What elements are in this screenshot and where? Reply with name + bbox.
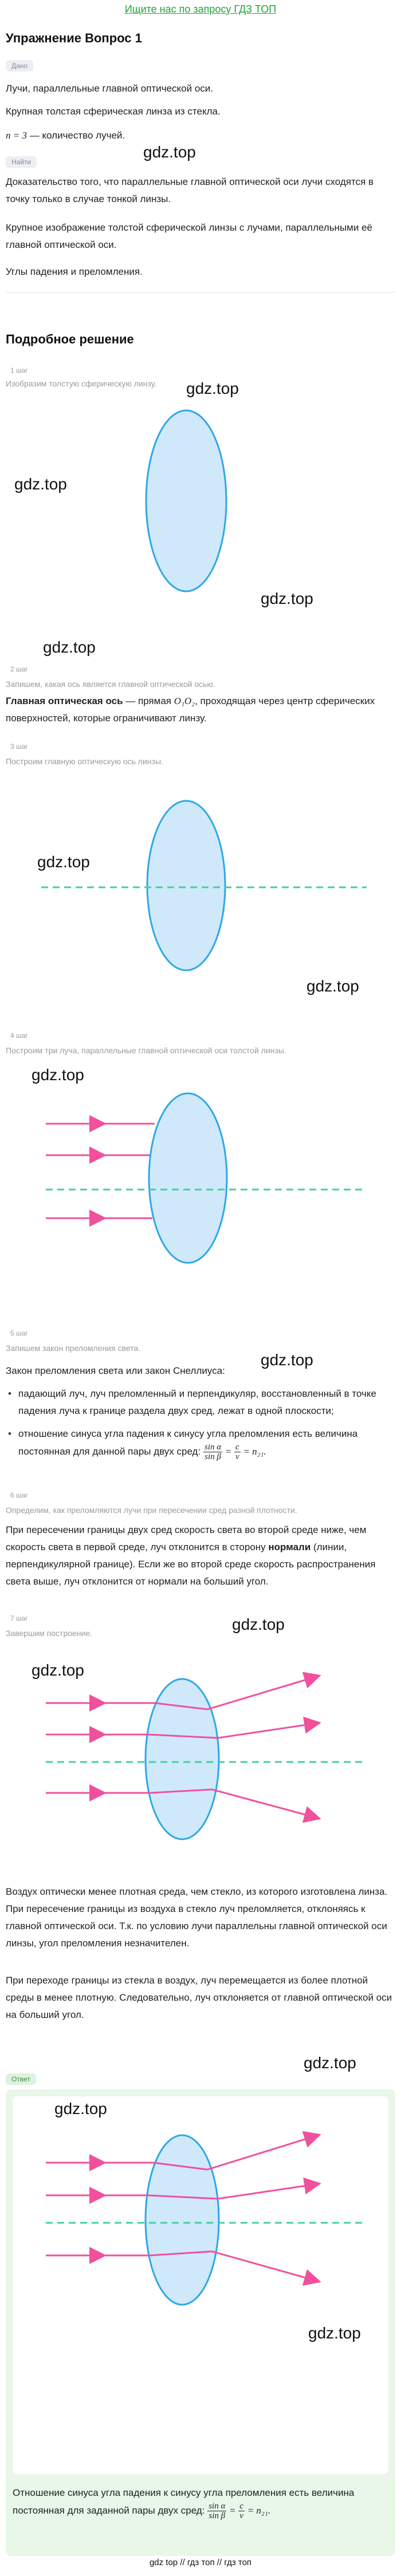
step-4-caption: Построим три луча, параллельные главной … xyxy=(6,1046,286,1055)
lens-shape xyxy=(144,1678,220,1840)
watermark: gdz.top xyxy=(306,977,359,995)
footer-links: gdz top // гдз топ // гдз топ xyxy=(149,2558,252,2567)
given-line-2: Крупная толстая сферическая линза из сте… xyxy=(6,106,221,117)
watermark: gdz.top xyxy=(232,1615,285,1633)
solution-title: Подробное решение xyxy=(6,332,134,346)
step-2-tag: 2 шаг xyxy=(10,665,28,673)
step-4-tag: 4 шаг xyxy=(10,1032,28,1040)
lens-figure-4 xyxy=(46,1672,367,1840)
footer-link-3[interactable]: гдз топ xyxy=(224,2558,252,2567)
watermark: gdz.top xyxy=(308,2324,361,2342)
find-line-2: Крупное изображение толстой сферической … xyxy=(6,222,372,250)
watermark: gdz.top xyxy=(261,590,313,607)
step-2-text: Главная оптическая ось — прямая O₁O₂, пр… xyxy=(6,696,375,724)
lens-shape xyxy=(144,2134,220,2306)
step-6-tag: 6 шаг xyxy=(10,1491,28,1499)
footer-link-1[interactable]: gdz top xyxy=(149,2558,178,2567)
step-6-caption: Определим, как преломляются лучи при пер… xyxy=(6,1506,297,1515)
paragraph-1: Воздух оптически менее плотная среда, че… xyxy=(6,1886,388,1949)
lens-figure-1 xyxy=(145,409,227,592)
find-line-3: Углы падения и преломления. xyxy=(6,266,143,277)
step-1-caption: Изобразим толстую сферическую линзу. xyxy=(6,379,157,388)
step-2-caption: Запишем, какая ось является главной опти… xyxy=(6,679,215,689)
watermark: gdz.top xyxy=(304,2054,356,2072)
lens-shape xyxy=(148,1092,228,1264)
watermark: gdz.top xyxy=(43,638,96,656)
divider xyxy=(6,292,395,293)
lens-shape xyxy=(146,800,226,971)
lens-figure-3 xyxy=(46,1092,367,1264)
answer-tag: Ответ xyxy=(6,2073,36,2085)
watermark: gdz.top xyxy=(37,853,90,871)
snell-law-list: падающий луч, луч преломленный и перпенд… xyxy=(6,1385,395,1467)
watermark: gdz.top xyxy=(143,143,196,161)
watermark: gdz.top xyxy=(186,380,239,397)
snell-law-item-1: падающий луч, луч преломленный и перпенд… xyxy=(6,1385,395,1420)
step-5-tag: 5 шаг xyxy=(10,1329,28,1337)
step-3-tag: 3 шаг xyxy=(10,742,28,750)
step-3-caption: Построим главную оптическую ось линзы. xyxy=(6,757,163,766)
find-tag: Найти xyxy=(6,156,37,168)
step-1-tag: 1 шаг xyxy=(10,366,28,374)
footer-link-2[interactable]: гдз топ xyxy=(187,2558,215,2567)
watermark: gdz.top xyxy=(32,1066,84,1084)
lens-figure-answer xyxy=(46,2131,367,2306)
watermark: gdz.top xyxy=(54,2100,107,2117)
lens-shape xyxy=(145,409,227,592)
answer-text: Отношение синуса угла падения к синусу у… xyxy=(13,2487,355,2520)
given-line-1: Лучи, параллельные главной оптической ос… xyxy=(6,83,214,94)
step-7-caption: Завершим построение. xyxy=(6,1629,93,1638)
snell-law-item-2: отношение синуса угла падения к синусу у… xyxy=(6,1425,395,1461)
step-5-intro: Закон преломления света или закон Снелли… xyxy=(6,1365,225,1376)
given-line-3: n = 3 — количество лучей. xyxy=(6,130,125,141)
step-5-caption: Запишем закон преломления света. xyxy=(6,1344,141,1353)
step-7-tag: 7 шаг xyxy=(10,1614,28,1622)
page-title: Упражнение Вопрос 1 xyxy=(6,31,142,45)
step-6-text: При пересечении границы двух сред скорос… xyxy=(6,1524,376,1587)
given-tag: Дано xyxy=(6,60,34,72)
find-line-1: Доказательство того, что параллельные гл… xyxy=(6,176,374,204)
watermark: gdz.top xyxy=(261,1351,313,1369)
watermark: gdz.top xyxy=(32,1661,84,1679)
lens-figure-2 xyxy=(41,800,367,971)
paragraph-2: При переходе границы из стекла в воздух,… xyxy=(6,1975,392,2020)
search-banner-link[interactable]: Ищите нас по запросу ГДЗ ТОП xyxy=(124,3,277,15)
watermark: gdz.top xyxy=(14,475,67,493)
